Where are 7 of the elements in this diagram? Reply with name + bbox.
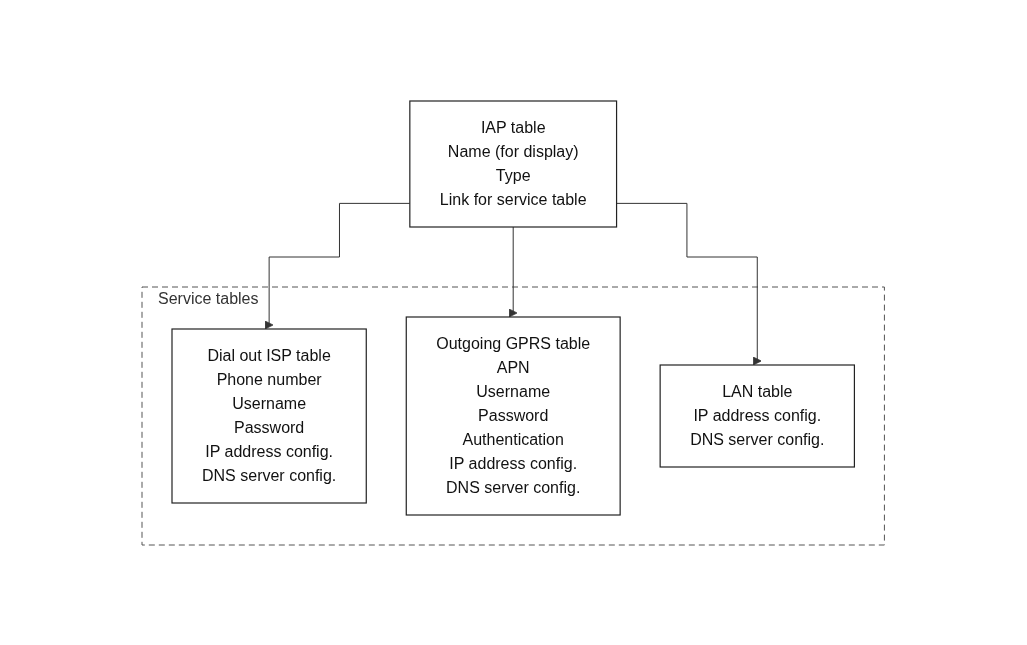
arrow: [616, 202, 762, 365]
arrow: [509, 226, 518, 317]
node-box: IAP table Name (for display) Type Link for service table: [409, 99, 618, 228]
node-box: Outgoing GPRS table APN Username Password Authentication IP address config. DNS server config.: [405, 315, 622, 516]
arrow: [265, 202, 411, 329]
node-box: Dial out ISP table Phone number Username Password IP address config. DNS server config.: [171, 327, 368, 504]
node-box: LAN table IP address config. DNS server config.: [659, 363, 856, 468]
